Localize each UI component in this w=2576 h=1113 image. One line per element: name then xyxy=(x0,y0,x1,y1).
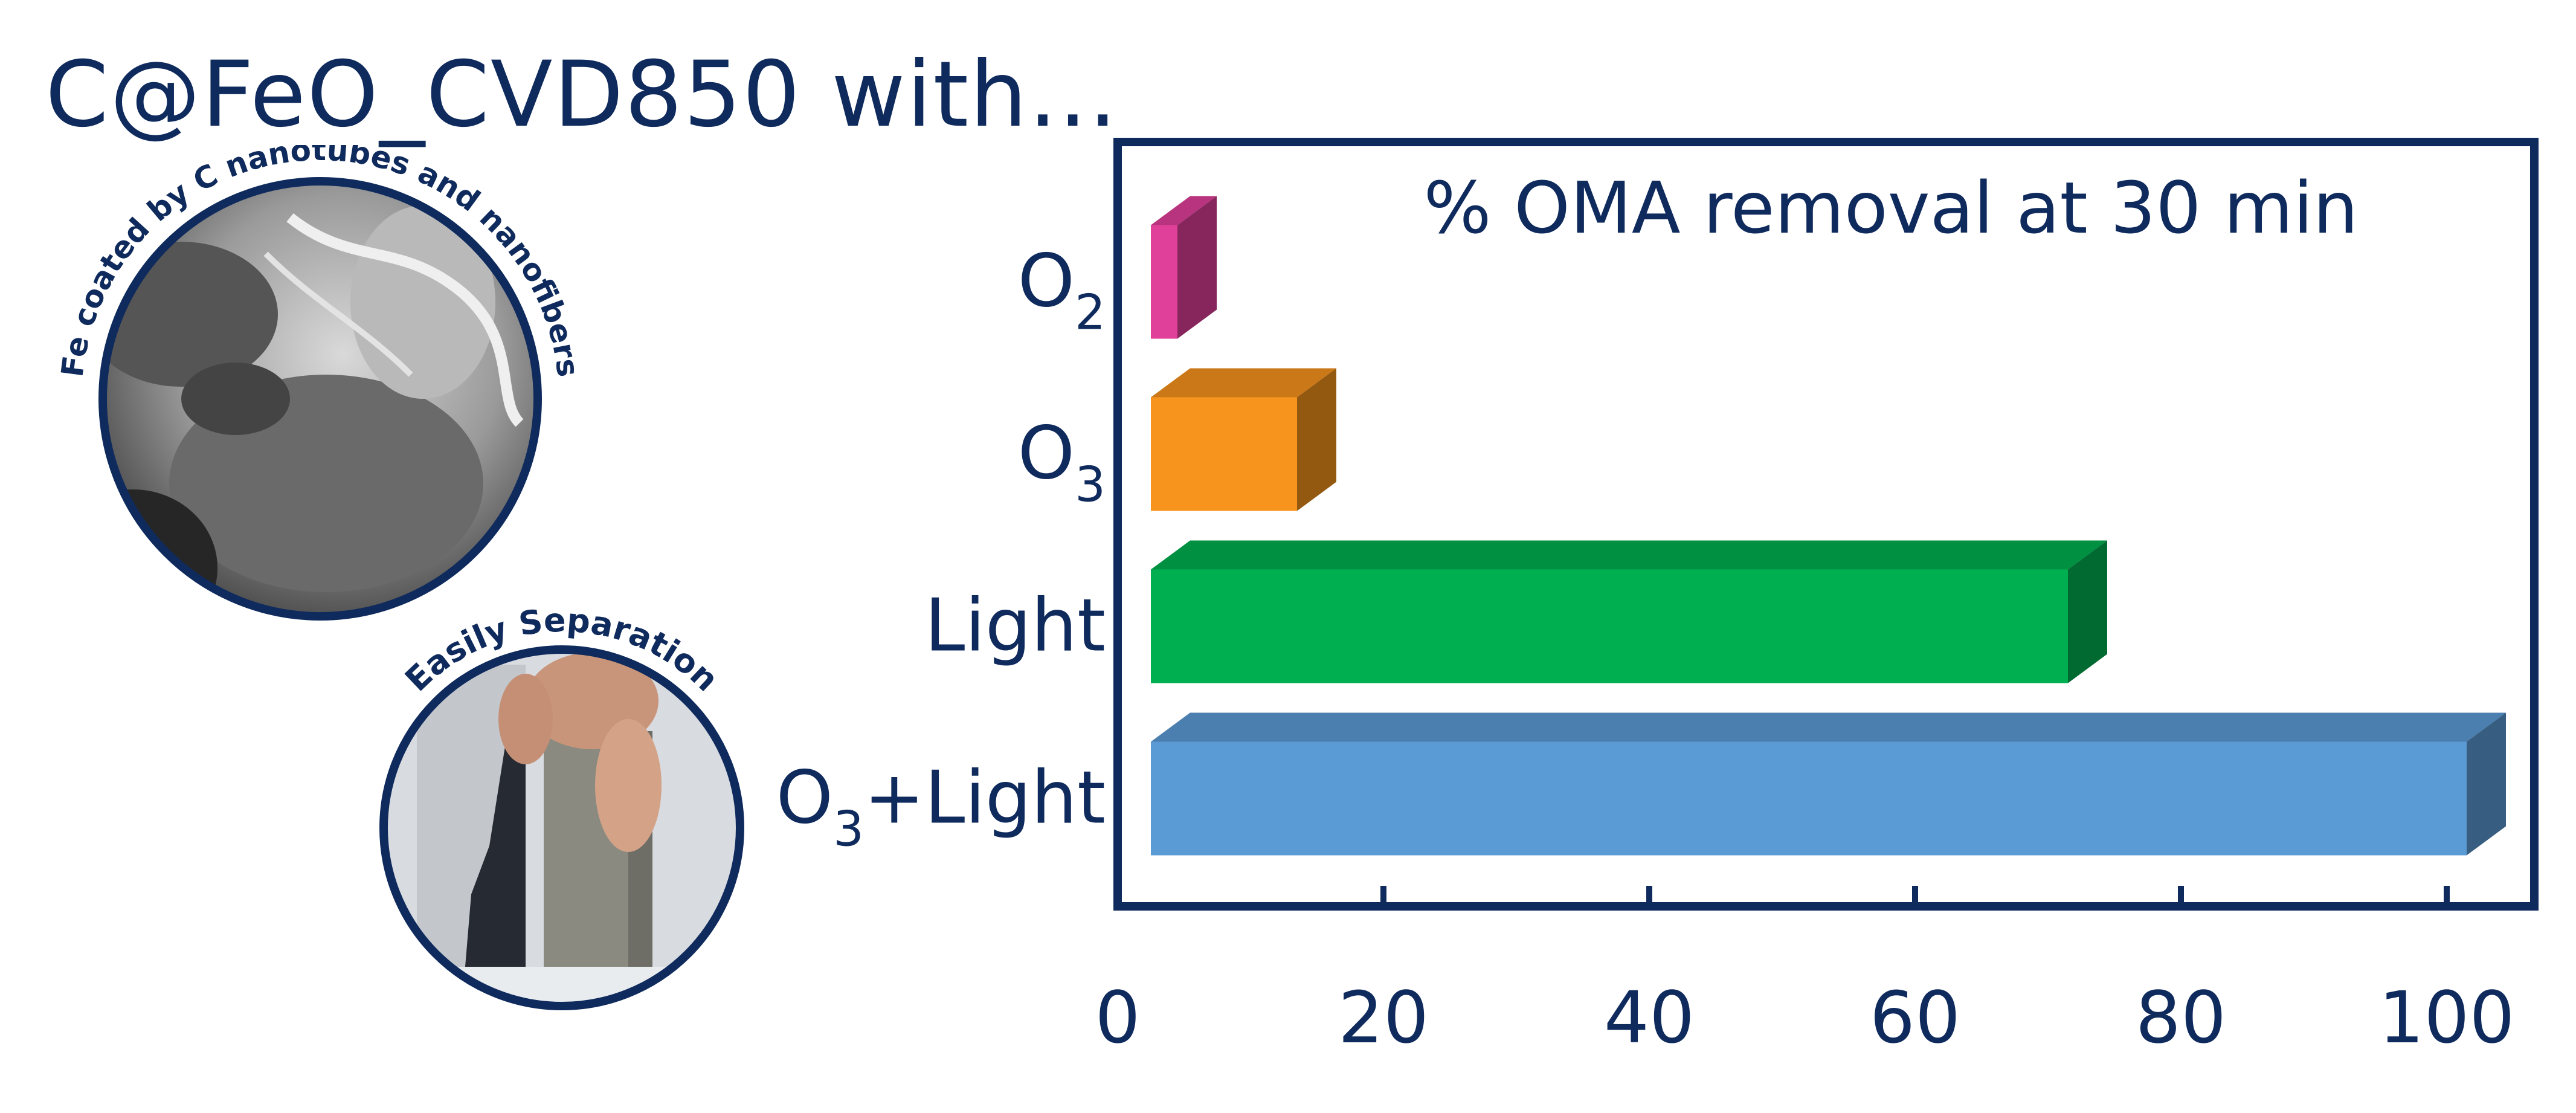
category-label-subscript: 3 xyxy=(1075,457,1106,513)
bar-front xyxy=(1151,397,1297,511)
bar-side-face xyxy=(1297,368,1336,511)
bar-top-face xyxy=(1151,712,2506,742)
x-tick-label: 20 xyxy=(1338,976,1429,1059)
x-tick-label: 80 xyxy=(2136,976,2226,1059)
category-label: O3 xyxy=(1018,412,1106,513)
bar-side-face xyxy=(1177,196,1217,339)
bar-3 xyxy=(1151,712,2506,856)
x-tick-label: 60 xyxy=(1870,976,1960,1059)
bar-2 xyxy=(1151,540,2107,683)
category-label: O3+Light xyxy=(776,757,1106,857)
category-label-subscript: 2 xyxy=(1075,285,1106,341)
bar-front xyxy=(1151,569,2068,683)
category-label-suffix: +Light xyxy=(864,757,1106,840)
category-label-base: O xyxy=(1018,240,1075,324)
category-label-base: Light xyxy=(925,584,1106,668)
x-tick-label: 0 xyxy=(1095,976,1140,1059)
x-tick-label: 100 xyxy=(2378,976,2514,1059)
tem-photo: Fe coated by C nanotubes and nanofibers xyxy=(55,145,585,621)
bar-top-face xyxy=(1151,368,1336,398)
category-label-base: O xyxy=(1018,412,1075,496)
bar-side-face xyxy=(2467,712,2506,856)
bar-front xyxy=(1151,741,2467,856)
x-tick-label: 40 xyxy=(1604,976,1695,1059)
category-label-subscript: 3 xyxy=(833,801,864,857)
category-label-base: O xyxy=(776,757,833,840)
bar-top-face xyxy=(1151,540,2107,570)
plot-frame xyxy=(1113,138,2539,911)
bar-side-face xyxy=(2068,540,2107,683)
tem-photo-frame xyxy=(98,177,542,621)
category-label: Light xyxy=(925,584,1106,668)
bar-front xyxy=(1151,225,1177,339)
bar-1 xyxy=(1151,368,1336,511)
chart-title: % OMA removal at 30 min xyxy=(1424,166,2359,250)
separation-photo: Easily Separation xyxy=(379,601,744,1010)
separation-photo-frame xyxy=(379,645,744,1010)
bar-0 xyxy=(1151,196,1217,339)
bar-top-face xyxy=(1151,196,1217,225)
page-title: C@FeO_CVD850 with... xyxy=(45,42,1119,147)
category-label: O2 xyxy=(1018,240,1106,341)
